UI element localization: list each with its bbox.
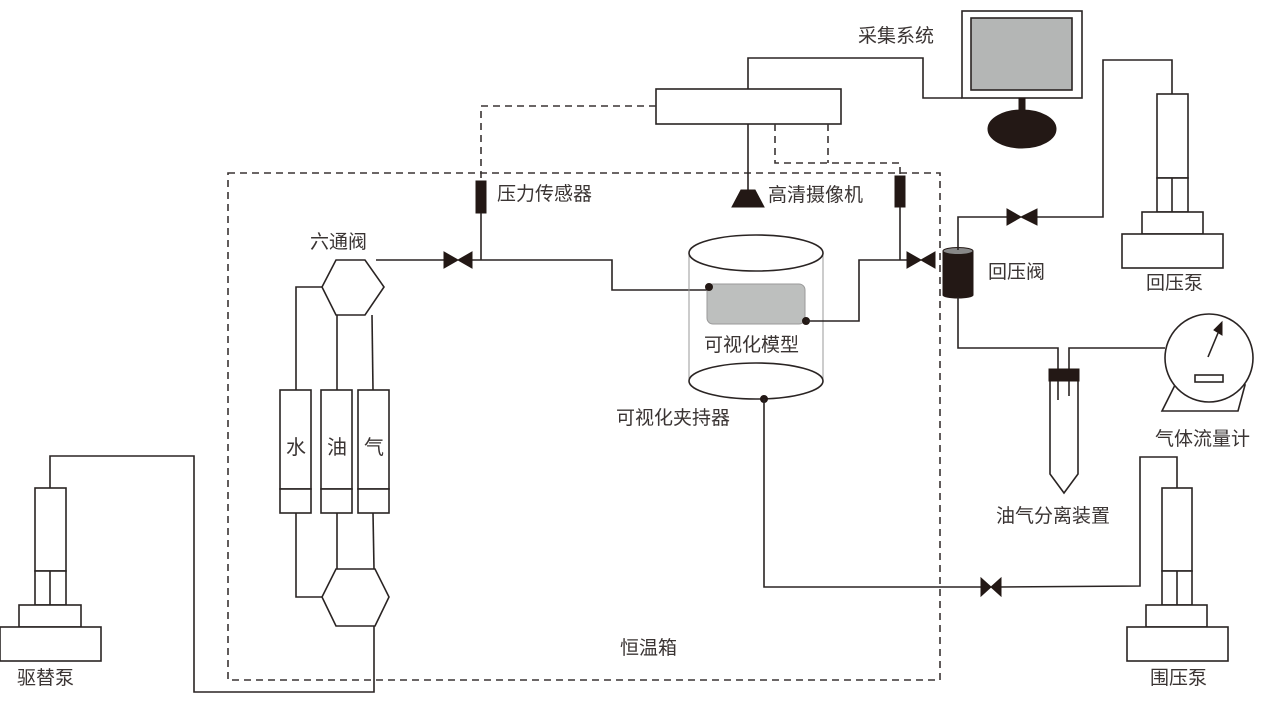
displacement-pump-label: 驱替泵 — [17, 667, 74, 689]
container-oil-label: 油 — [327, 435, 347, 459]
container-gas-label: 气 — [364, 435, 384, 459]
container-gas — [357, 389, 390, 514]
confining-line-a — [763, 399, 982, 588]
separator-inlet-line — [957, 297, 1059, 369]
controller-monitor-cable — [747, 57, 962, 99]
inlet-line-b — [472, 259, 708, 291]
confining-line-b — [999, 456, 1178, 588]
pipe-gas-bottom — [372, 512, 375, 570]
container-water-label: 水 — [286, 435, 306, 459]
visual-holder-label: 可视化夹持器 — [616, 407, 730, 429]
confining-valve-icon — [980, 576, 1002, 598]
acquisition-label: 采集系统 — [858, 25, 934, 47]
back-pressure-pump-icon — [1121, 93, 1224, 269]
inlet-valve-icon — [443, 251, 473, 269]
gas-flowmeter-label: 气体流量计 — [1155, 428, 1250, 450]
visual-model-label: 可视化模型 — [704, 334, 799, 356]
pressure-sensor-right-icon — [894, 175, 906, 208]
pipe-water-top — [295, 286, 322, 390]
bp-valve-icon — [1006, 208, 1038, 226]
visual-model — [706, 283, 806, 325]
bp-line-a — [957, 216, 1007, 250]
container-water — [279, 389, 312, 514]
visual-holder — [688, 234, 824, 400]
thermostat-box — [227, 172, 941, 681]
pressure-sensor-left-icon — [475, 180, 487, 214]
monitor-icon — [961, 10, 1083, 149]
six-way-valve-label: 六通阀 — [310, 231, 367, 253]
pipe-gas-top — [371, 314, 374, 391]
outlet-line — [806, 259, 908, 322]
six-way-valve-bottom-icon — [321, 568, 390, 627]
back-pressure-pump-label: 回压泵 — [1146, 272, 1203, 294]
displacement-line — [49, 455, 375, 693]
back-pressure-valve-icon — [942, 247, 974, 299]
pipe-water-bottom — [295, 513, 322, 598]
separator-gas-line — [1068, 347, 1165, 369]
thermostat-label: 恒温箱 — [620, 637, 677, 659]
separator-label: 油气分离装置 — [996, 505, 1110, 527]
bp-line-b — [1037, 59, 1173, 218]
six-way-valve-top-icon — [321, 259, 385, 316]
model-inlet-port — [705, 283, 713, 291]
container-oil — [320, 389, 353, 514]
pressure-sensor-label: 压力传感器 — [497, 183, 592, 205]
sensor-signal-line-right — [774, 124, 901, 176]
camera-icon — [731, 189, 765, 208]
camera-label: 高清摄像机 — [768, 184, 863, 206]
confining-pump-icon — [1126, 487, 1229, 662]
back-pressure-valve-label: 回压阀 — [988, 261, 1045, 283]
outlet-valve-icon — [906, 251, 936, 269]
gas-flowmeter-icon — [1160, 313, 1254, 412]
oil-gas-separator-icon — [1048, 368, 1080, 495]
displacement-pump-icon — [0, 487, 102, 662]
confining-pump-label: 围压泵 — [1150, 667, 1207, 689]
controller-box — [655, 88, 842, 125]
sensor-signal-line-left — [480, 105, 656, 183]
